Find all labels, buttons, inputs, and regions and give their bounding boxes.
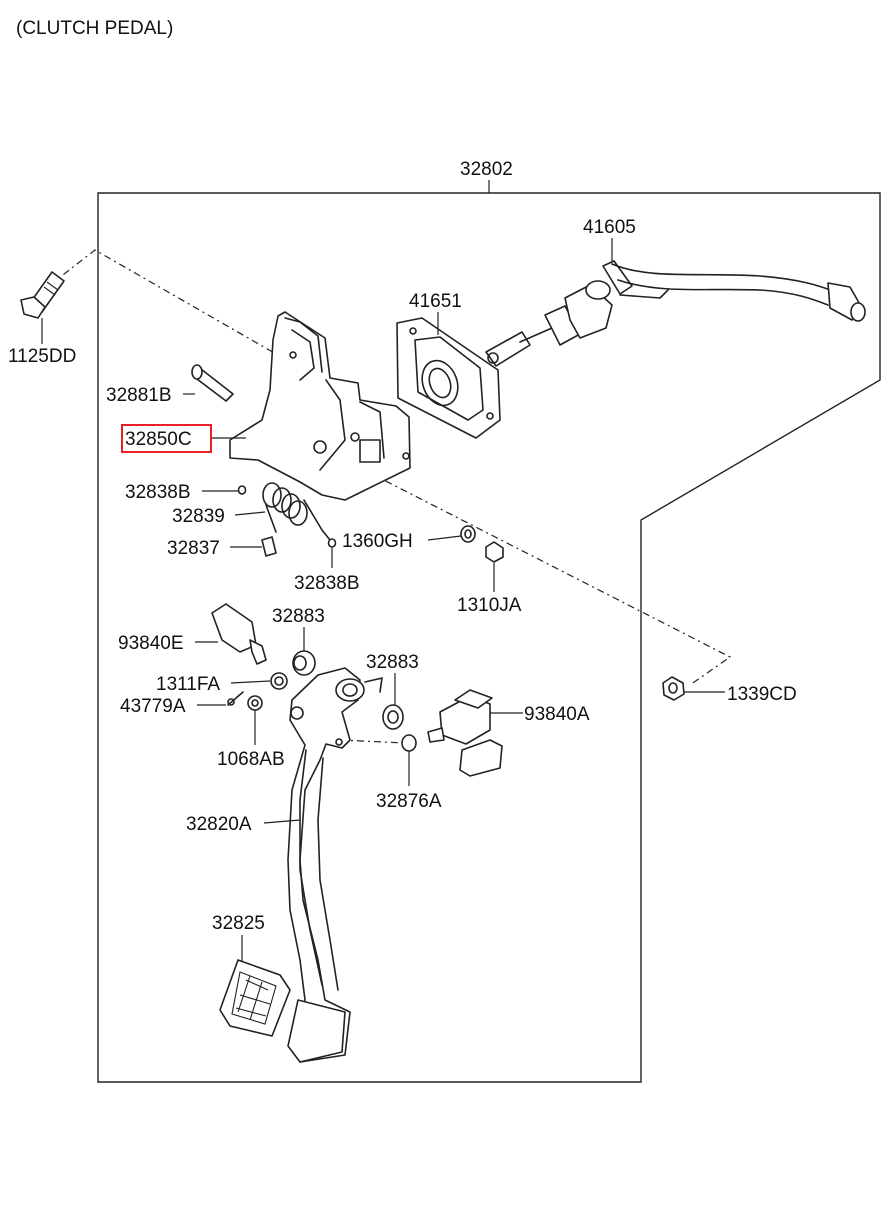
nut-1360gh-part [460, 525, 476, 543]
bolt-axis-line [49, 249, 331, 386]
pin-43779a-part [227, 691, 244, 706]
part-label-32838b-bottom[interactable]: 32838B [294, 573, 360, 594]
bushing-32883-a-part [292, 650, 316, 676]
part-label-32837[interactable]: 32837 [167, 538, 220, 559]
part-label-32876a[interactable]: 32876A [376, 791, 442, 812]
spring-32839-part [262, 482, 331, 541]
assembly-frame [97, 192, 881, 1083]
washer-1068ab-part [247, 695, 263, 711]
assembly-label-32802[interactable]: 32802 [460, 159, 513, 180]
gasket-41651-part [396, 317, 501, 439]
nut-1339cd-part [662, 676, 685, 701]
part-label-32820a[interactable]: 32820A [186, 814, 252, 835]
master-cylinder-41605-part [485, 260, 866, 367]
bolt-32881b-part [191, 364, 234, 402]
part-label-93840a[interactable]: 93840A [524, 704, 590, 725]
part-label-1310ja[interactable]: 1310JA [457, 595, 522, 616]
part-label-1068ab[interactable]: 1068AB [217, 749, 285, 770]
part-label-41651[interactable]: 41651 [409, 291, 462, 312]
highlight-box-32850c [121, 424, 212, 453]
bolt-1125dd-part [20, 271, 65, 319]
switch-93840e-part [211, 603, 267, 665]
leader-lines [41, 238, 725, 962]
nut-1310ja-part [485, 541, 504, 563]
part-label-32839[interactable]: 32839 [172, 506, 225, 527]
bushing-32837-part [261, 536, 277, 557]
part-label-41605[interactable]: 41605 [583, 217, 636, 238]
part-label-32883-b[interactable]: 32883 [366, 652, 419, 673]
part-label-1360gh[interactable]: 1360GH [342, 531, 413, 552]
washer-1311fa-part [270, 672, 288, 690]
part-label-32850c[interactable]: 32850C [125, 429, 192, 450]
pedal-arm-32820a-part [287, 667, 383, 1063]
part-label-1125dd[interactable]: 1125DD [8, 346, 76, 367]
part-label-1311fa[interactable]: 1311FA [156, 674, 220, 695]
switch-axis-line [339, 739, 406, 744]
part-label-32883-a[interactable]: 32883 [272, 606, 325, 627]
part-label-32838b-top[interactable]: 32838B [125, 482, 191, 503]
diagram-title: (CLUTCH PEDAL) [16, 18, 173, 39]
switch-93840a-part [427, 689, 503, 777]
part-label-43779a[interactable]: 43779A [120, 696, 186, 717]
pivot-axis-line [324, 449, 732, 686]
bushing-32883-b-part [382, 704, 404, 730]
part-label-32881b[interactable]: 32881B [106, 385, 172, 406]
stopper-32876a-part [401, 734, 417, 752]
pedal-pad-32825-part [219, 959, 291, 1037]
clip-32838b-top-part [237, 485, 247, 495]
part-label-32825[interactable]: 32825 [212, 913, 265, 934]
clip-32838b-bottom-part [327, 538, 337, 548]
part-label-93840e[interactable]: 93840E [118, 633, 184, 654]
part-label-1339cd[interactable]: 1339CD [727, 684, 797, 705]
bracket-32850c-part [229, 311, 411, 501]
